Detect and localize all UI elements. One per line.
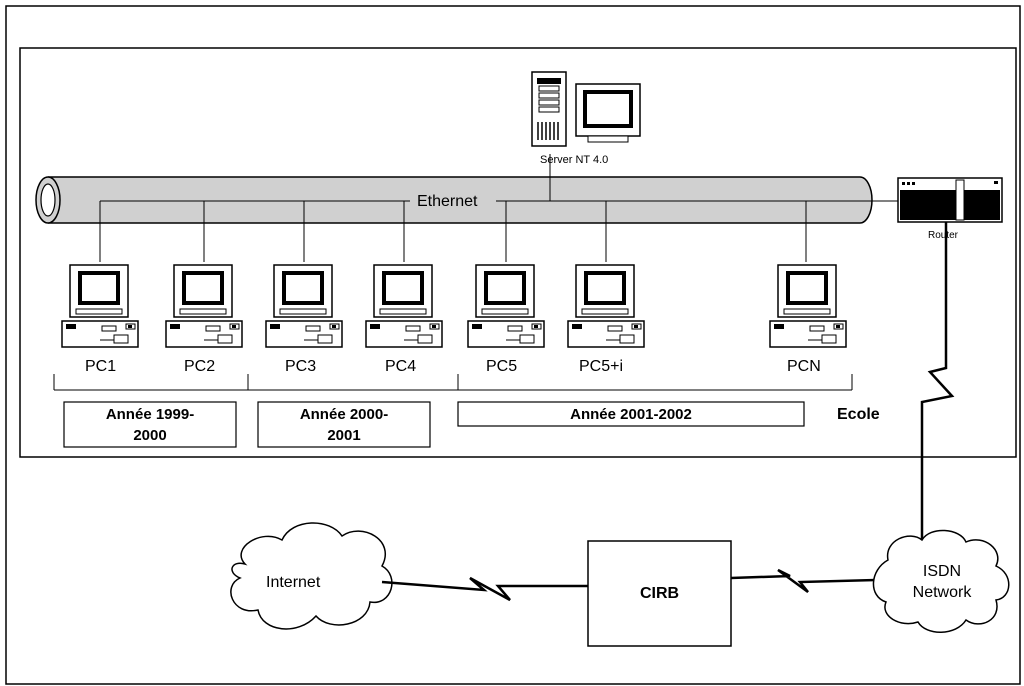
isdn-label-line2: Network — [913, 584, 973, 601]
pc5-icon — [467, 264, 545, 348]
ethernet-bus — [99, 154, 898, 262]
pc-label: PC1 — [85, 358, 116, 375]
cirb-isdn-link — [730, 568, 877, 594]
ecole-label: Ecole — [837, 406, 880, 423]
year-label-line1: Année 2001-2002 — [570, 406, 692, 423]
year-label-line2: 2000 — [133, 427, 166, 444]
isdn-link — [920, 222, 955, 548]
ethernet-label: Ethernet — [417, 193, 478, 210]
pc5i-icon — [567, 264, 645, 348]
group-brackets — [53, 374, 853, 391]
internet-label: Internet — [266, 574, 321, 591]
isdn-label-line1: ISDN — [923, 563, 961, 580]
isdn-cloud — [872, 529, 1010, 633]
year-label-line1: Année 1999- — [106, 406, 194, 423]
outer-frame — [5, 5, 1021, 685]
router-label: Router — [928, 230, 959, 241]
internet-cloud — [230, 522, 393, 630]
pc-label: PC5+i — [579, 358, 623, 375]
year-label-line1: Année 2000- — [300, 406, 388, 423]
pcn-icon — [769, 264, 847, 348]
pc4-icon — [365, 264, 443, 348]
pc1-icon — [61, 264, 139, 348]
cirb-box — [587, 540, 732, 647]
server-label: Server NT 4.0 — [540, 154, 608, 166]
year-box-1999 — [63, 401, 237, 448]
pc3-icon — [265, 264, 343, 348]
cirb-label: CIRB — [640, 585, 679, 602]
year-box-2001 — [457, 401, 805, 427]
pc-label: PC3 — [285, 358, 316, 375]
year-label-line2: 2001 — [327, 427, 360, 444]
internet-cirb-link — [381, 576, 588, 602]
pc-label: PC4 — [385, 358, 416, 375]
year-box-2000 — [257, 401, 431, 448]
server-icon — [531, 71, 641, 147]
ecole-zone — [19, 47, 1017, 458]
pc-label: PC2 — [184, 358, 215, 375]
ethernet-backbone — [35, 176, 873, 224]
pc2-icon — [165, 264, 243, 348]
pc-label: PCN — [787, 358, 821, 375]
pc-label: PC5 — [486, 358, 517, 375]
router-icon — [897, 177, 1003, 223]
